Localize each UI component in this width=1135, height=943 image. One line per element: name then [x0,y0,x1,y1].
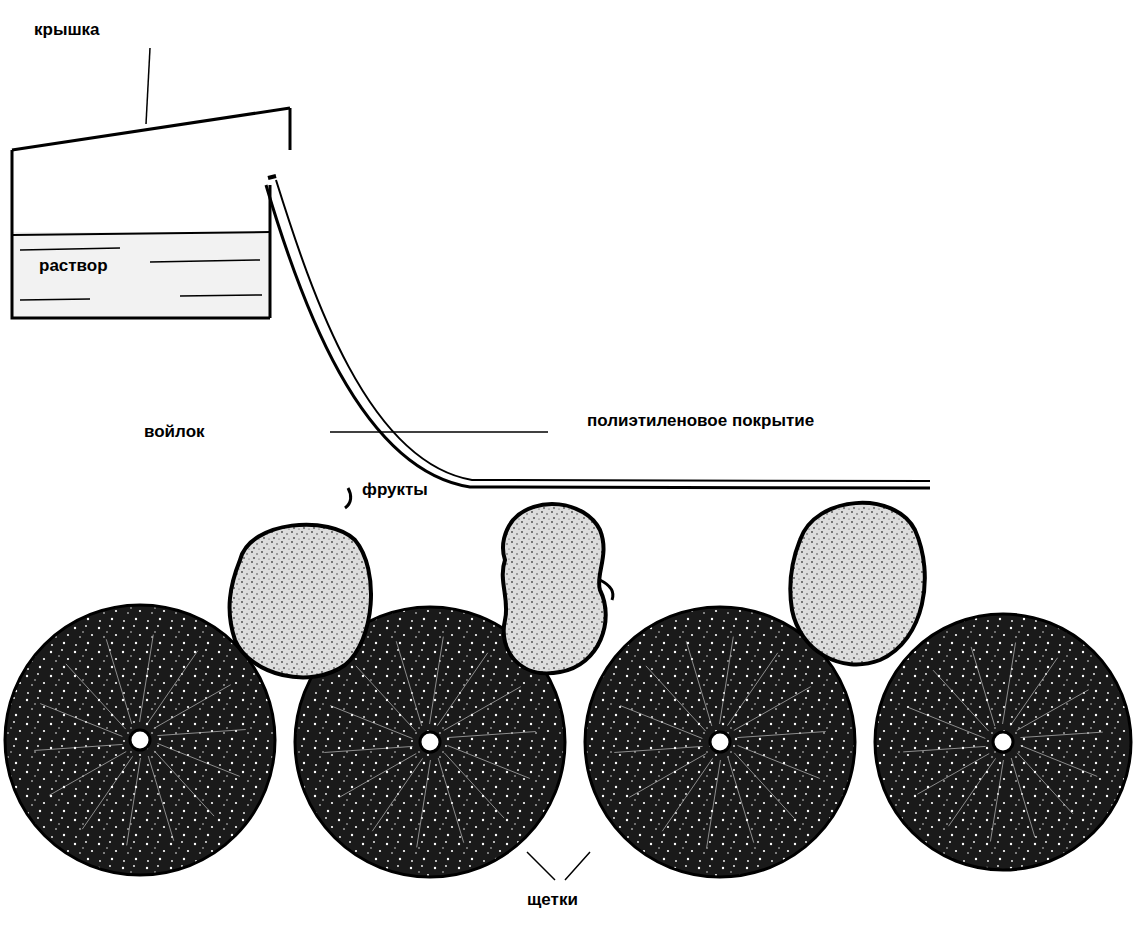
felt-strip [266,176,930,488]
container [12,108,290,318]
leader-line [527,852,590,880]
part-label: войлок [142,422,207,442]
leader-line [146,48,150,124]
part-label: фрукты [360,480,430,500]
leader-line [330,431,548,433]
part-label: крышка [32,20,102,40]
part-label: полиэтиленовое покрытие [585,411,816,431]
node-text: раствор [36,256,111,276]
part-label: щетки [525,890,580,910]
solution-area: раствор [16,236,268,316]
fruits [230,488,925,677]
